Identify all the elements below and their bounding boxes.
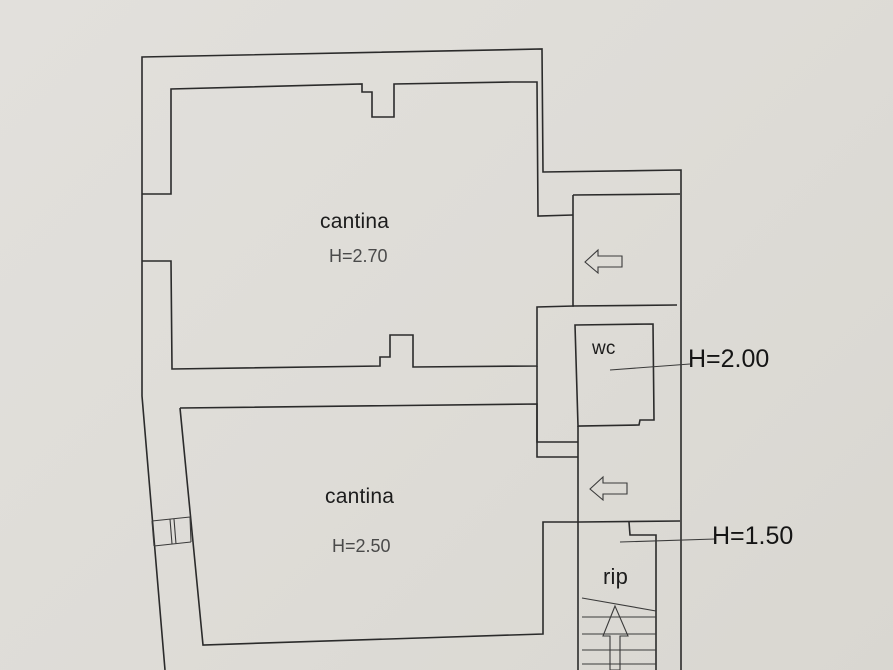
room-name-rip: rip: [603, 564, 629, 589]
room-cantina-upper-bottom: [142, 260, 575, 370]
room-cantina-lower-wall: [179, 403, 578, 458]
room-name-wc: wc: [592, 338, 616, 359]
leader-line-wc: [609, 363, 691, 371]
callout-height-wc: H=2.00: [688, 345, 770, 373]
corridor-wall: [536, 366, 578, 443]
arrow-up-icon: [602, 604, 629, 670]
stair-landing-upper-top: [572, 193, 681, 196]
landing-lower-divider: [579, 520, 681, 523]
room-cantina-upper-wall: [142, 81, 574, 217]
room-cantina-lower-walls: [179, 407, 580, 646]
leader-line-rip: [619, 538, 716, 543]
room-name-cantina-lower: cantina: [325, 485, 395, 508]
stair-treads: [581, 597, 657, 665]
arrow-left-icon: [589, 475, 628, 502]
room-height-cantina-upper: H=2.70: [329, 246, 388, 266]
room-name-cantina-upper: cantina: [320, 210, 390, 233]
stair-landing-upper: [572, 195, 678, 307]
arrow-left-icon: [584, 248, 623, 275]
room-height-cantina-lower: H=2.50: [332, 536, 391, 556]
callout-height-rip: H=1.50: [712, 522, 794, 550]
outer-wall-left-lower: [141, 198, 166, 670]
rip-wall: [628, 521, 657, 670]
outer-wall: [141, 48, 682, 670]
window: [151, 516, 192, 547]
